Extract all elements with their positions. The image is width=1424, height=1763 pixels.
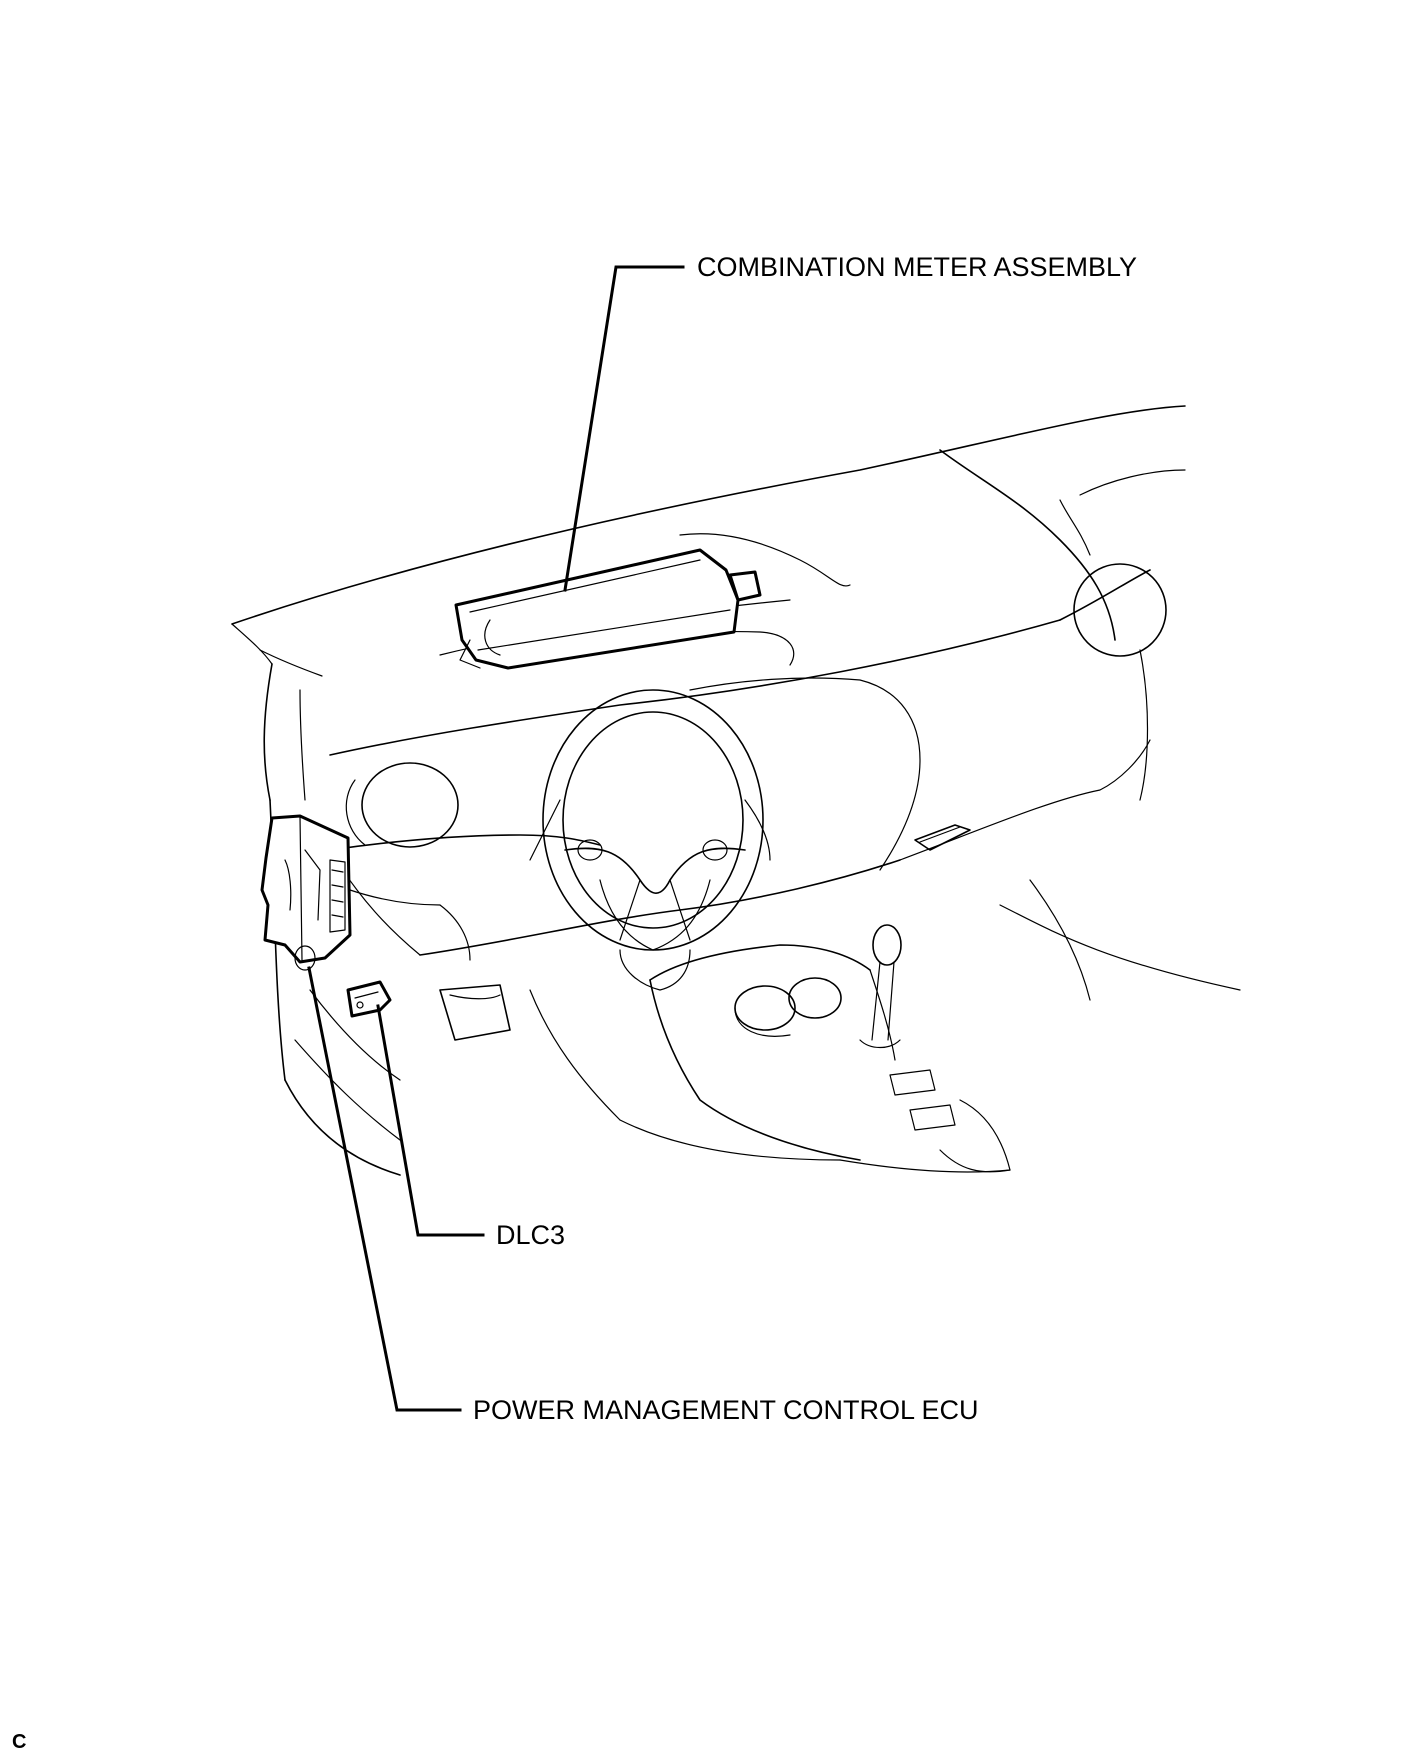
label-power-management-control-ecu: POWER MANAGEMENT CONTROL ECU (473, 1395, 979, 1425)
leader-lines (307, 265, 685, 1412)
dlc3-connector (346, 980, 392, 1018)
figure-code: C (12, 1731, 26, 1753)
combination-meter-assembly (454, 548, 762, 670)
label-combination-meter-assembly: COMBINATION METER ASSEMBLY (697, 252, 1137, 282)
label-dlc3: DLC3 (496, 1220, 565, 1250)
dashboard-line-art (231, 405, 1241, 1176)
power-management-control-ecu (260, 814, 352, 971)
